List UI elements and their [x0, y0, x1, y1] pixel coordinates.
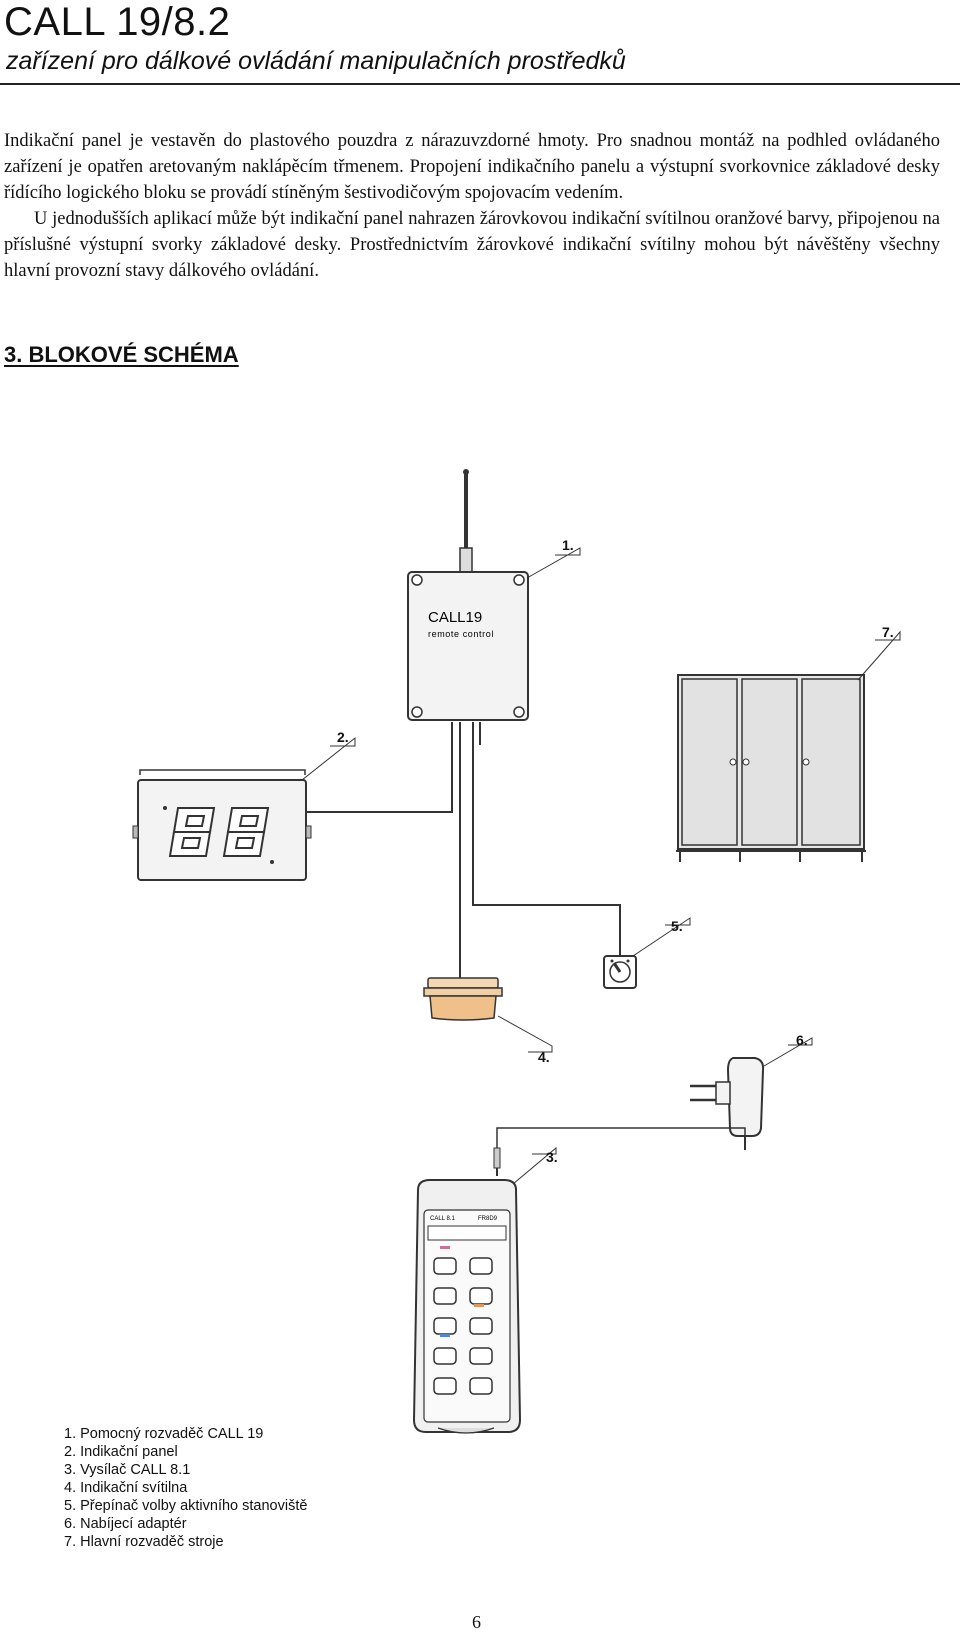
wire-to-switch	[472, 722, 621, 955]
callout-5: 5.	[671, 918, 683, 934]
transmitter-status-leds	[440, 1246, 484, 1337]
call19-box: CALL19 remote control	[407, 571, 529, 721]
box-subtitle-label: remote control	[428, 629, 494, 639]
transmitter-buttons	[433, 1257, 493, 1395]
legend-item: 4. Indikační svítilna	[64, 1480, 188, 1496]
transmitter-code-label: FR8D9	[478, 1216, 498, 1222]
wiring	[305, 722, 621, 978]
legend-item: 2. Indikační panel	[64, 1444, 178, 1460]
charger-adapter-icon	[690, 1057, 765, 1150]
main-cabinet	[676, 674, 866, 862]
callout-6: 6.	[796, 1032, 808, 1048]
charger-cable	[496, 1127, 746, 1150]
transmitter-model-label: CALL 8.1	[430, 1216, 455, 1222]
indicator-panel	[132, 769, 312, 881]
callout-leaders	[301, 547, 901, 1185]
diagram-legend: 1. Pomocný rozvaděč CALL 19 2. Indikační…	[64, 1425, 307, 1551]
callout-3: 3.	[546, 1149, 558, 1165]
legend-item: 3. Vysílač CALL 8.1	[64, 1462, 191, 1478]
page-number: 6	[472, 1612, 481, 1632]
charging-plug-icon	[493, 1131, 501, 1176]
legend-item: 7. Hlavní rozvaděč stroje	[64, 1534, 224, 1550]
box-brand-label: CALL19	[428, 609, 482, 626]
paragraph-1: Indikační panel je vestavěn do plastovéh…	[4, 131, 940, 203]
transmitter-device: CALL 8.1 FR8D9	[412, 1179, 522, 1434]
legend-item: 6. Nabíjecí adaptér	[64, 1516, 187, 1532]
callout-4: 4.	[538, 1049, 550, 1065]
wire-to-panel	[305, 722, 453, 813]
callout-1: 1.	[562, 537, 574, 553]
document-title: CALL 19/8.2	[4, 0, 231, 44]
indicator-lamp	[423, 977, 503, 1021]
header-rule	[0, 83, 960, 85]
callout-2: 2.	[337, 729, 349, 745]
selector-switch	[603, 955, 637, 989]
antenna-icon	[459, 469, 473, 573]
document-subtitle: zařízení pro dálkové ovládání manipulačn…	[6, 47, 626, 75]
seven-segment-digits	[168, 807, 270, 857]
paragraph-2: U jednodušších aplikací může být indikač…	[4, 209, 940, 281]
legend-item: 1. Pomocný rozvaděč CALL 19	[64, 1426, 264, 1442]
section-heading: 3. BLOKOVÉ SCHÉMA	[4, 342, 239, 367]
callout-7: 7.	[882, 624, 894, 640]
body-text: Indikační panel je vestavěn do plastovéh…	[4, 128, 940, 284]
legend-item: 5. Přepínač volby aktivního stanoviště	[64, 1498, 308, 1514]
